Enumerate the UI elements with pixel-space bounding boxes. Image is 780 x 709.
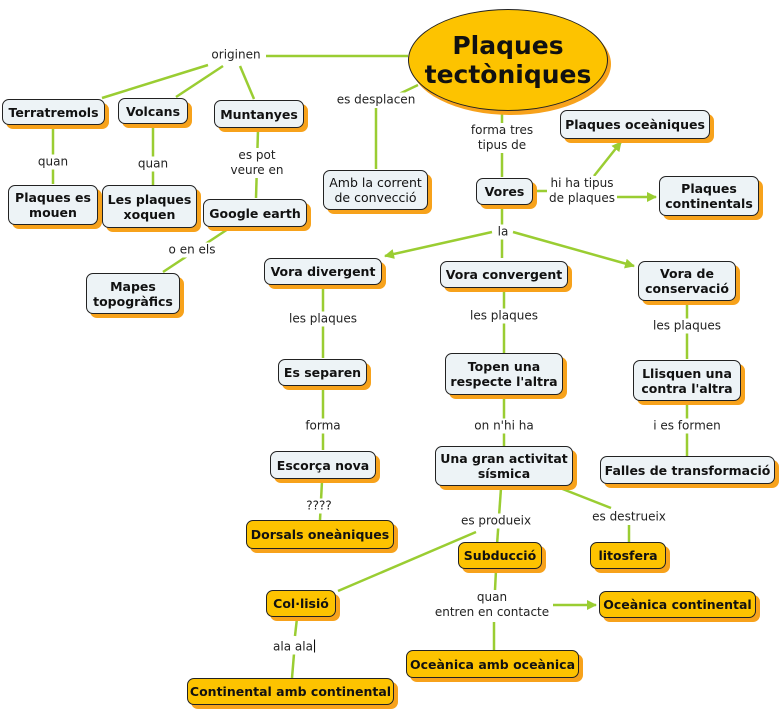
link-originen-volcans <box>175 64 224 99</box>
link-subduccio-quan <box>493 569 498 591</box>
concept-continental-continental[interactable]: Continental amb continental <box>187 678 394 705</box>
concept-llisquen[interactable]: Llisquen una contra l'altra <box>633 360 741 401</box>
concept-collisio[interactable]: Col·lisió <box>266 590 336 617</box>
link-label-es-pot-veure-en[interactable]: es pot veure en <box>228 148 286 178</box>
concept-escorca-nova[interactable]: Escorça nova <box>270 451 376 479</box>
arrow-la-divergent <box>384 230 493 259</box>
concept-oceanica-oceanica[interactable]: Oceànica amb oceànica <box>406 650 579 678</box>
concept-topen[interactable]: Topen una respecte l'altra <box>445 353 563 395</box>
link-ala-continental <box>290 653 296 679</box>
concept-falles[interactable]: Falles de transformació <box>600 456 775 484</box>
link-label-forma-tres-tipus[interactable]: forma tres tipus de <box>468 123 536 153</box>
concept-litosfera[interactable]: litosfera <box>590 542 666 569</box>
link-label-les-plaques-1[interactable]: les plaques <box>287 311 359 327</box>
concept-plaques-continentals[interactable]: Plaques continentals <box>659 176 759 216</box>
link-activitat-destrueix <box>559 486 612 510</box>
concept-vora-conservacio[interactable]: Vora de conservació <box>638 261 736 301</box>
concept-les-plaques-xoquen[interactable]: Les plaques xoquen <box>102 185 197 228</box>
concept-es-separen[interactable]: Es separen <box>278 359 367 386</box>
link-collisio-ala <box>293 617 299 637</box>
link-label-i-es-formen[interactable]: i es formen <box>651 418 723 434</box>
concept-muntanyes[interactable]: Muntanyes <box>214 100 304 128</box>
link-label-ala-ala-text[interactable]: ala ala <box>273 639 313 654</box>
concept-subduccio[interactable]: Subducció <box>458 542 542 569</box>
concept-activitat-sismica[interactable]: Una gran activitat sísmica <box>435 446 573 486</box>
text-cursor <box>313 639 315 653</box>
link-label-originen[interactable]: originen <box>209 47 263 63</box>
link-label-quan-2[interactable]: quan <box>135 156 171 172</box>
link-label-on-nhi-ha[interactable]: on n'hi ha <box>472 418 536 434</box>
link-originen-muntanyes <box>238 65 256 100</box>
link-label-quan-1[interactable]: quan <box>35 154 71 170</box>
link-label-les-plaques-3[interactable]: les plaques <box>651 318 723 334</box>
link-label-es-produeix[interactable]: es produeix <box>458 513 534 529</box>
link-produeix-collisio <box>337 530 477 593</box>
concept-mapes-topografics[interactable]: Mapes topogràfics <box>86 273 180 314</box>
concept-dorsals[interactable]: Dorsals oneàniques <box>246 520 394 549</box>
concept-google-earth[interactable]: Google earth <box>203 199 307 227</box>
link-label-la[interactable]: la <box>495 224 511 240</box>
arrow-la-conservacio <box>512 230 635 269</box>
concept-amb-la-corrent[interactable]: Amb la corrent de convecció <box>323 170 428 210</box>
concept-vora-convergent[interactable]: Vora convergent <box>440 261 568 288</box>
concept-oceanica-continental[interactable]: Oceànica continental <box>599 591 756 618</box>
link-label-les-plaques-2[interactable]: les plaques <box>468 308 540 324</box>
link-label-ala-ala[interactable]: ala ala <box>271 639 317 655</box>
concept-vora-divergent[interactable]: Vora divergent <box>264 258 382 285</box>
link-label-es-destrueix[interactable]: es destrueix <box>590 509 668 525</box>
link-label-question[interactable]: ???? <box>304 498 334 514</box>
link-label-es-desplacen[interactable]: es desplacen <box>334 92 418 108</box>
link-label-forma[interactable]: forma <box>303 418 343 434</box>
concept-terratremols[interactable]: Terratremols <box>2 99 105 125</box>
link-label-o-en-els[interactable]: o en els <box>166 242 218 258</box>
link-originen-terratremols <box>101 63 209 100</box>
link-label-quan-entren[interactable]: quan entren en contacte <box>432 590 552 620</box>
concept-plaques-es-mouen[interactable]: Plaques es mouen <box>8 185 98 225</box>
concept-volcans[interactable]: Volcans <box>118 98 188 124</box>
concept-plaques-oceaniques[interactable]: Plaques oceàniques <box>560 110 710 139</box>
concept-vores[interactable]: Vores <box>476 178 533 205</box>
link-label-hi-ha-tipus[interactable]: hi ha tipus de plaques <box>547 176 617 206</box>
arrow-hiha-oceaniques <box>593 141 622 177</box>
root-concept[interactable]: Plaques tectòniques <box>408 9 608 111</box>
